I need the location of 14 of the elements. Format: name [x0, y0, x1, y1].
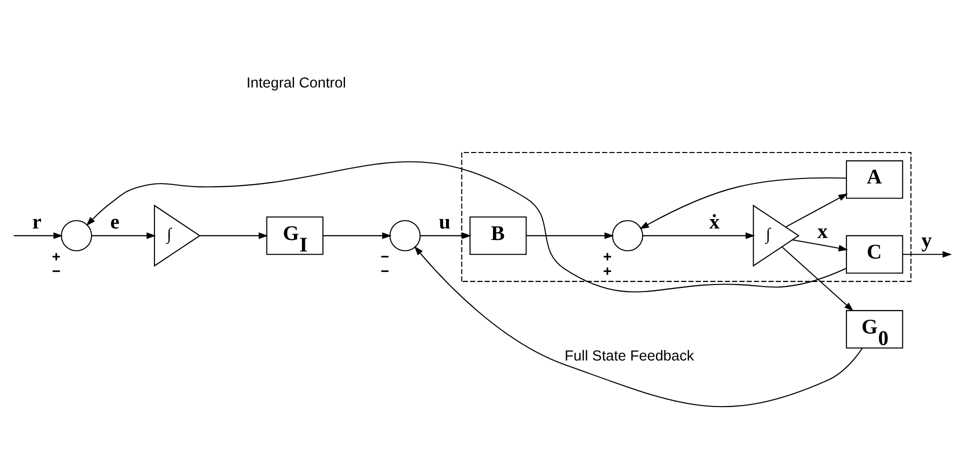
node-label: − [380, 248, 390, 265]
node-label: + [603, 263, 612, 280]
edge-label: x [817, 219, 828, 242]
label: Integral Control [246, 75, 346, 92]
edge-label: y [921, 228, 932, 252]
edge-label: r [32, 210, 42, 233]
node-label: − [52, 263, 61, 280]
node-label: − [380, 263, 390, 280]
node-label: + [603, 248, 612, 265]
edge-label: Full State Feedback [564, 348, 694, 364]
edge-label: u [438, 210, 450, 233]
edge-label: e [110, 210, 120, 233]
node-label: + [52, 248, 61, 265]
edge-label: ẋ [709, 210, 720, 233]
